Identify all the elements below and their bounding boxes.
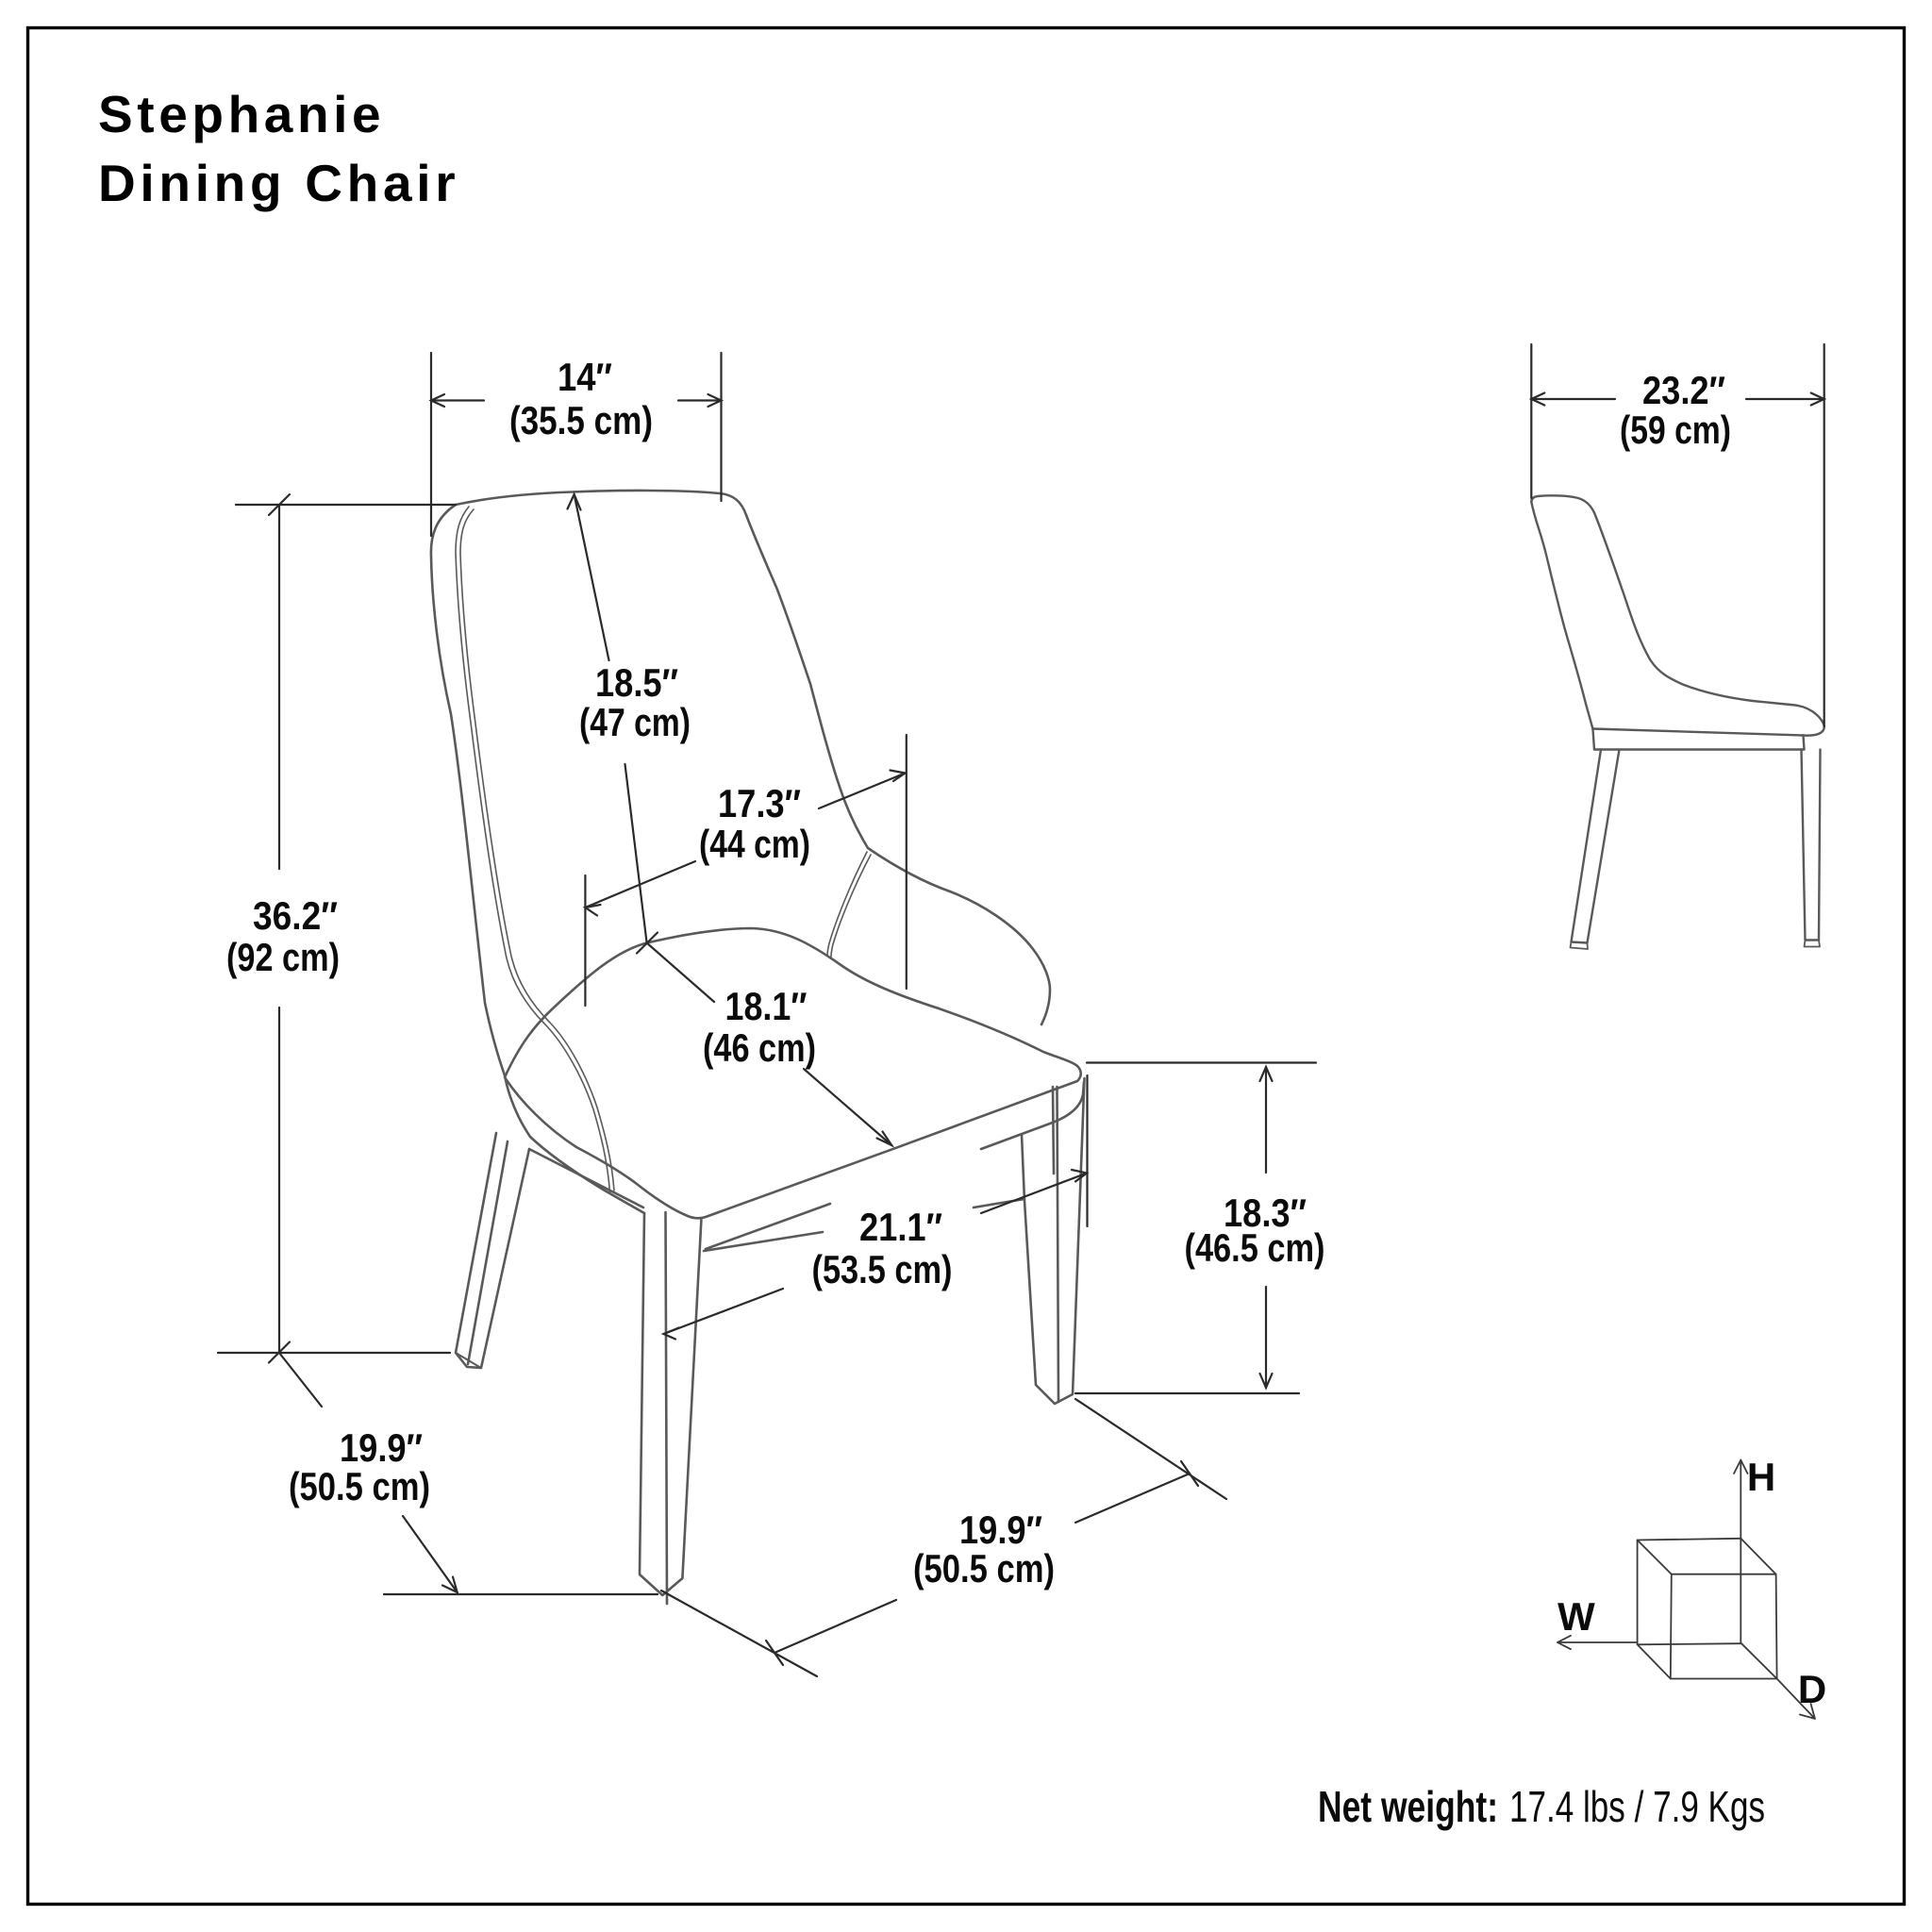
svg-text:W: W <box>1557 1594 1595 1639</box>
svg-text:(46 cm): (46 cm) <box>703 1025 816 1070</box>
svg-text:(44 cm): (44 cm) <box>699 822 810 866</box>
svg-text:14″: 14″ <box>558 355 612 399</box>
svg-text:18.5″: 18.5″ <box>595 660 678 705</box>
svg-text:(50.5 cm): (50.5 cm) <box>289 1464 430 1508</box>
svg-text:19.9″: 19.9″ <box>959 1507 1042 1552</box>
svg-text:(92 cm): (92 cm) <box>226 935 340 979</box>
svg-text:17.4 lbs / 7.9 Kgs: 17.4 lbs / 7.9 Kgs <box>1509 1782 1765 1831</box>
svg-text:D: D <box>1798 1667 1826 1711</box>
svg-text:21.1″: 21.1″ <box>859 1205 942 1249</box>
svg-text:(53.5 cm): (53.5 cm) <box>812 1247 953 1291</box>
svg-text:19.9″: 19.9″ <box>340 1425 423 1470</box>
svg-text:(35.5 cm): (35.5 cm) <box>509 398 653 442</box>
svg-text:17.3″: 17.3″ <box>718 781 801 825</box>
svg-text:(59 cm): (59 cm) <box>1620 408 1731 452</box>
svg-text:(50.5 cm): (50.5 cm) <box>913 1546 1055 1591</box>
svg-text:Net weight:: Net weight: <box>1318 1782 1498 1831</box>
svg-text:Stephanie: Stephanie <box>98 85 385 143</box>
svg-text:(47 cm): (47 cm) <box>579 700 691 744</box>
svg-text:36.2″: 36.2″ <box>253 893 338 938</box>
svg-text:H: H <box>1747 1455 1775 1499</box>
svg-text:18.3″: 18.3″ <box>1224 1191 1307 1235</box>
svg-text:(46.5 cm): (46.5 cm) <box>1185 1225 1325 1270</box>
svg-text:Dining Chair: Dining Chair <box>98 154 459 212</box>
svg-text:18.1″: 18.1″ <box>725 984 808 1028</box>
svg-text:23.2″: 23.2″ <box>1642 368 1725 412</box>
